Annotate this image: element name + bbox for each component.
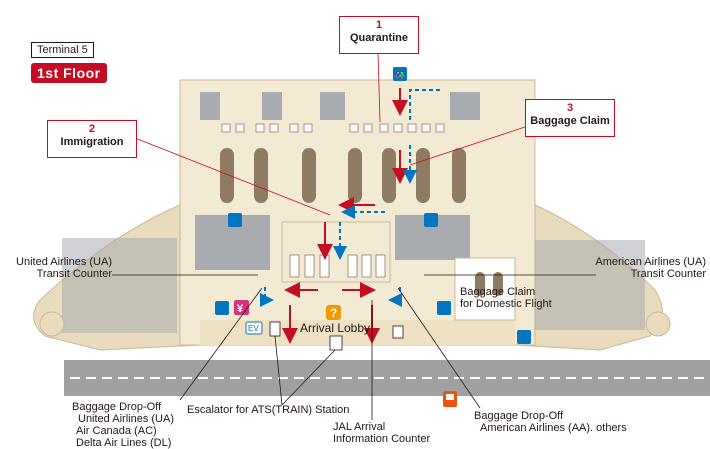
jal-line1: JAL Arrival [333,421,386,433]
floor-badge: 1st Floor [31,63,107,83]
terminal-label: Terminal 5 [31,42,94,58]
drop-off-right-line2: American Airlines (AA). others [480,422,627,434]
callout-label: Immigration [60,136,124,148]
drop-off-left-line1: Baggage Drop-Off [72,401,162,413]
toilet-glyphs: 👫 [395,70,405,80]
toilet-icons [215,67,531,344]
ua-transit-counter-label: United Airlines (UA) Transit Counter [6,256,112,280]
leader-lines [112,51,596,420]
callout-immigration: 2 Immigration [47,120,137,158]
drop-off-left-label: Baggage Drop-Off United Airlines (UA) Ai… [72,401,174,449]
callout-number: 3 [566,102,574,114]
drop-off-right-line1: Baggage Drop-Off [474,410,564,422]
yen-glyph: ¥ [237,303,244,315]
baggage-carousels [220,148,503,296]
immigration-booths [289,254,386,278]
ua-transit-line2: Transit Counter [36,268,112,280]
callout-number: 1 [375,19,383,31]
quarantine-booths [221,123,445,133]
elevator-icon [245,321,263,335]
elevator-glyph: EV [248,324,259,333]
drop-off-left-line2: United Airlines (UA) [78,413,174,425]
jal-info-counter-label: JAL Arrival Information Counter [333,421,430,445]
ua-transit-line1: United Airlines (UA) [16,256,112,268]
arrival-lobby-label: Arrival Lobby [300,321,371,335]
domestic-baggage-claim-label: Baggage Claim for Domestic Flight [460,286,552,310]
domestic-claim-line1: Baggage Claim [460,286,536,298]
aa-transit-line1: American Airlines (UA) [595,256,706,268]
callout-baggage-claim: 3 Baggage Claim [525,99,615,137]
callout-quarantine: 1 Quarantine [339,16,419,54]
svg-text:👫: 👫 [395,70,405,80]
drop-off-left-line3: Air Canada (AC) [76,425,157,437]
aa-transit-counter-label: American Airlines (UA) Transit Counter [566,256,706,280]
callout-label: Baggage Claim [530,115,610,127]
arrival-route-red [282,88,408,344]
terminal-building [33,79,671,351]
domestic-claim-line2: for Domestic Flight [460,298,552,310]
drop-off-left-line4: Delta Air Lines (DL) [76,437,172,449]
information-icon [326,305,341,320]
info-glyph: ? [330,306,337,320]
callout-label: Quarantine [349,32,409,44]
callout-number: 2 [88,123,96,135]
transit-route-blue [260,89,440,307]
apron-road [64,360,710,396]
drop-off-right-label: Baggage Drop-Off American Airlines (AA).… [474,410,627,434]
aa-transit-line2: Transit Counter [630,268,706,280]
escalator-label: Escalator for ATS(TRAIN) Station [187,404,350,416]
jal-line2: Information Counter [333,433,431,445]
